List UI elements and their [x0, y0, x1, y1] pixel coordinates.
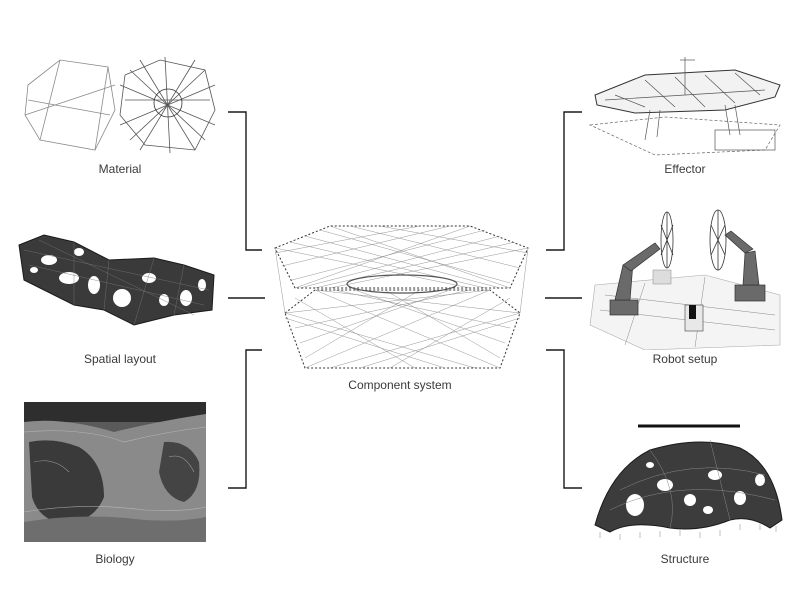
effector-tool-drawing: [588, 57, 781, 156]
material-wireframe-illustration: [24, 56, 216, 154]
spatial-layout-label: Spatial layout: [83, 352, 157, 366]
component-system-label: Component system: [348, 378, 452, 392]
structure-shell-render: [594, 424, 783, 540]
material-panel: [20, 55, 220, 155]
biology-panel: [24, 402, 206, 542]
biology-label: Biology: [95, 552, 135, 566]
robot-setup-label: Robot setup: [652, 352, 718, 366]
robot-setup-panel: [585, 205, 785, 350]
spatial-layout-panel: [14, 230, 219, 330]
spatial-layout-mesh-illustration: [18, 234, 215, 326]
biology-micrograph-image: [24, 402, 206, 542]
structure-panel: [590, 420, 785, 542]
component-system-string-model: [274, 225, 529, 369]
robot-setup-drawing: [589, 209, 781, 350]
connector-structure: [546, 349, 582, 489]
effector-label: Effector: [664, 162, 706, 176]
material-label: Material: [98, 162, 142, 176]
connector-material: [228, 111, 262, 251]
connector-effector: [546, 111, 582, 251]
structure-label: Structure: [660, 552, 710, 566]
connector-biology: [228, 349, 262, 489]
component-system-panel: [270, 218, 535, 373]
effector-panel: [585, 55, 785, 160]
